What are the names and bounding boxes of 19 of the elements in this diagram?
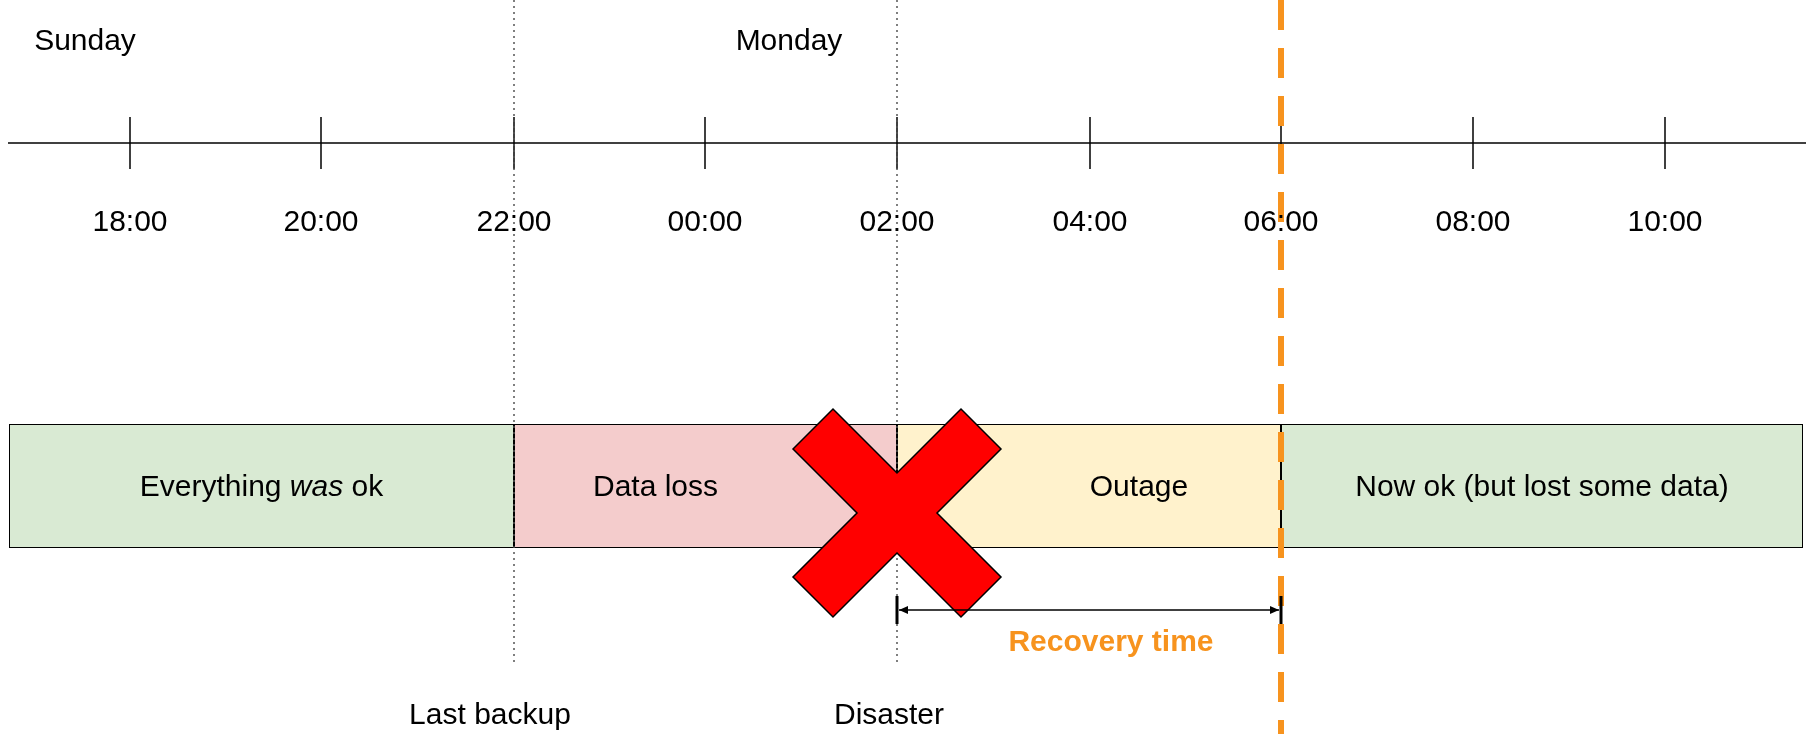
tick-label: 04:00 <box>1052 204 1128 238</box>
tick-label: 20:00 <box>283 204 359 238</box>
tick-label: 00:00 <box>667 204 743 238</box>
tick-label: 22:00 <box>476 204 552 238</box>
band-label: Outage <box>1089 469 1189 503</box>
tick-label: 06:00 <box>1243 204 1319 238</box>
band-label: Now ok (but lost some data) <box>1355 469 1729 503</box>
day-label: Monday <box>735 23 843 57</box>
timeline-band <box>9 424 514 548</box>
tick-label: 10:00 <box>1627 204 1703 238</box>
band-label: Everything was ok <box>139 469 384 503</box>
event-label: Last backup <box>409 697 571 731</box>
event-label: Disaster <box>834 697 944 731</box>
tick-label: 18:00 <box>92 204 168 238</box>
band-label: Data loss <box>592 469 719 503</box>
timeline-band <box>1281 424 1803 548</box>
tick-label: 08:00 <box>1435 204 1511 238</box>
day-label: Sunday <box>34 23 136 57</box>
tick-label: 02:00 <box>859 204 935 238</box>
